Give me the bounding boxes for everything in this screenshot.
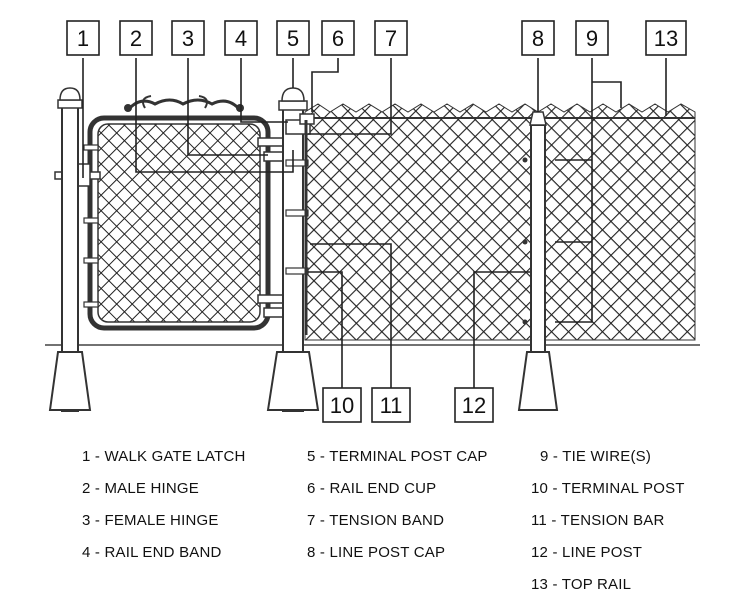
svg-text:5: 5 bbox=[287, 26, 299, 51]
legend-item-1: 1 - WALK GATE LATCH bbox=[82, 448, 246, 465]
legend-item-12: 12 - LINE POST bbox=[531, 544, 643, 561]
latch-post bbox=[48, 87, 92, 412]
callout-7: 7 bbox=[374, 20, 408, 56]
callout-11: 11 bbox=[371, 387, 411, 423]
svg-text:10: 10 bbox=[330, 393, 354, 418]
terminal-post bbox=[266, 87, 320, 412]
line-post bbox=[517, 111, 559, 411]
walk-gate bbox=[54, 95, 291, 331]
svg-text:6: 6 bbox=[332, 26, 344, 51]
fence-diagram: 1 2 3 4 5 6 7 8 9 13 10 11 bbox=[45, 20, 700, 423]
legend-item-8: 8 - LINE POST CAP bbox=[307, 544, 446, 561]
fence-mesh bbox=[304, 103, 696, 341]
svg-text:7: 7 bbox=[385, 26, 397, 51]
svg-text:12: 12 bbox=[462, 393, 486, 418]
leader-lines bbox=[82, 58, 667, 388]
callout-9: 9 bbox=[575, 20, 609, 56]
legend-item-6: 6 - RAIL END CUP bbox=[307, 480, 437, 497]
legend-item-2: 2 - MALE HINGE bbox=[82, 480, 199, 497]
legend-item-3: 3 - FEMALE HINGE bbox=[82, 512, 219, 529]
callout-5: 5 bbox=[276, 20, 310, 56]
callout-10: 10 bbox=[322, 387, 362, 423]
callout-8: 8 bbox=[521, 20, 555, 56]
callout-3: 3 bbox=[171, 20, 205, 56]
svg-text:11: 11 bbox=[380, 393, 403, 418]
callout-13: 13 bbox=[645, 20, 687, 56]
legend-item-11: 11 - TENSION BAR bbox=[531, 512, 665, 529]
legend-item-7: 7 - TENSION BAND bbox=[307, 512, 445, 529]
legend-item-5: 5 - TERMINAL POST CAP bbox=[307, 448, 488, 465]
svg-text:2: 2 bbox=[130, 26, 142, 51]
legend-item-13: 13 - TOP RAIL bbox=[531, 576, 632, 593]
callout-6: 6 bbox=[321, 20, 355, 56]
callout-1: 1 bbox=[66, 20, 100, 56]
svg-text:13: 13 bbox=[654, 26, 678, 51]
svg-text:8: 8 bbox=[532, 26, 544, 51]
svg-text:4: 4 bbox=[235, 26, 247, 51]
parts-legend: 1 - WALK GATE LATCH 2 - MALE HINGE 3 - F… bbox=[0, 440, 750, 598]
legend-item-9: 9 - TIE WIRE(S) bbox=[540, 448, 652, 465]
svg-text:3: 3 bbox=[182, 26, 194, 51]
callout-12: 12 bbox=[454, 387, 494, 423]
svg-text:9: 9 bbox=[586, 26, 598, 51]
callout-4: 4 bbox=[224, 20, 258, 56]
legend-item-10: 10 - TERMINAL POST bbox=[531, 480, 685, 497]
callout-2: 2 bbox=[119, 20, 153, 56]
legend-item-4: 4 - RAIL END BAND bbox=[82, 544, 222, 561]
svg-text:1: 1 bbox=[77, 26, 89, 51]
